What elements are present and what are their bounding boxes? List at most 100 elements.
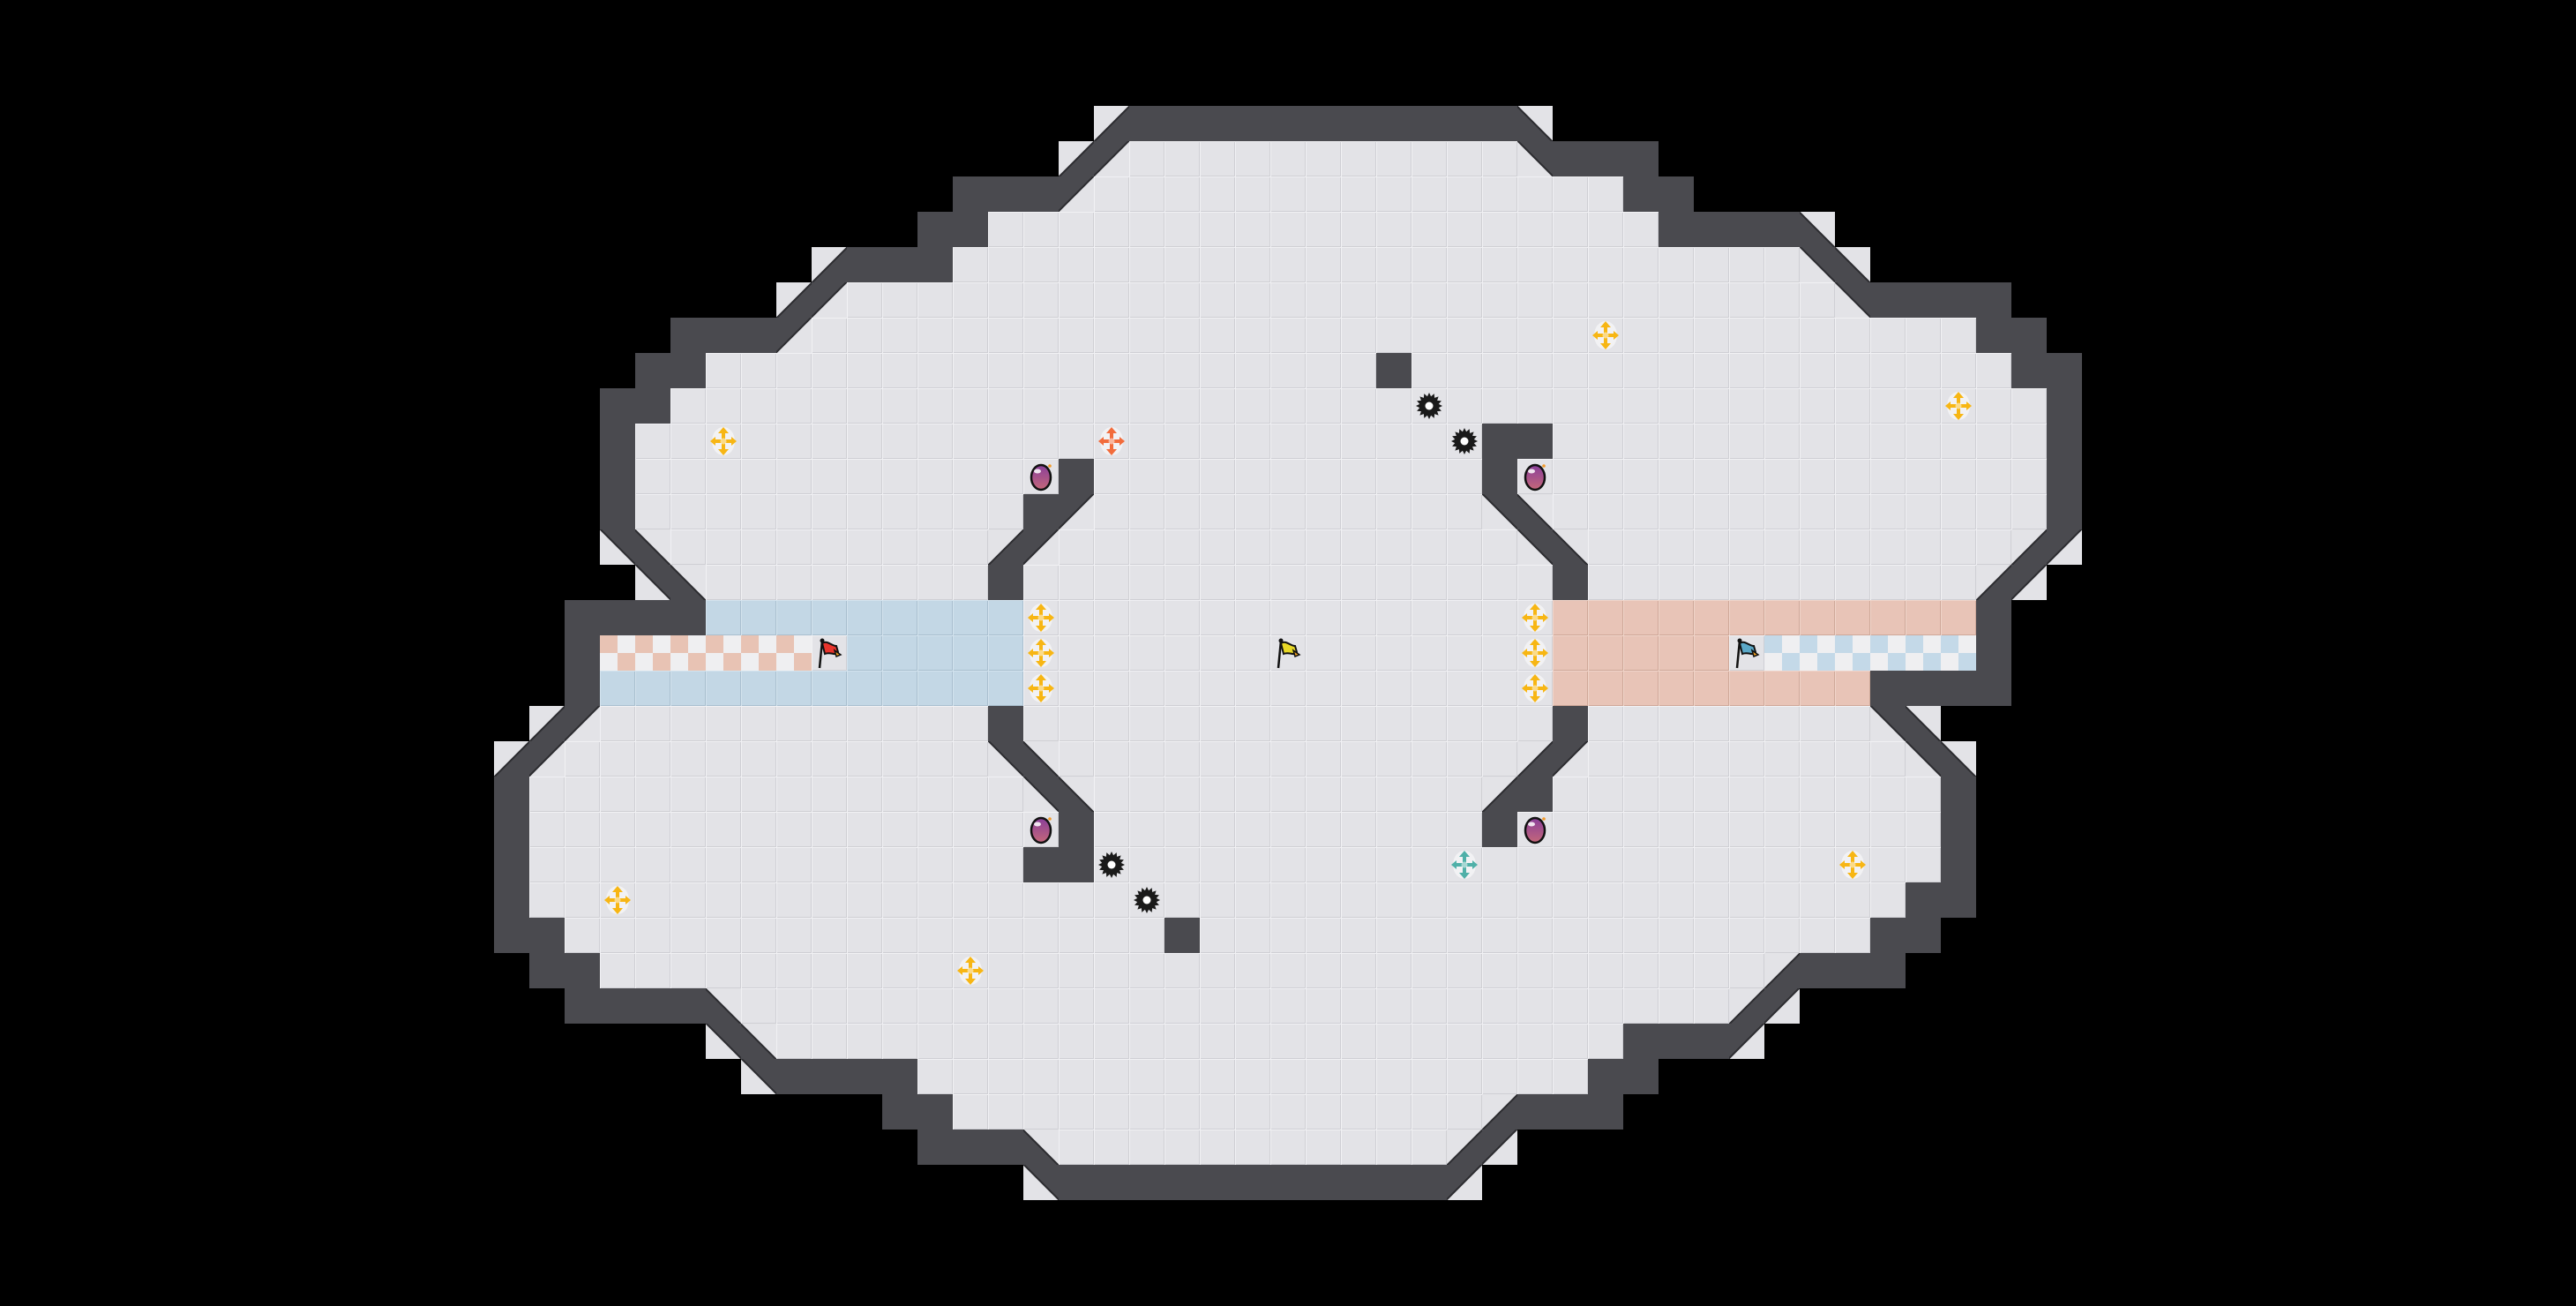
floor-tile	[1094, 1024, 1129, 1059]
diagonal-wall-tile	[635, 565, 670, 600]
floor-tile	[1659, 706, 1694, 741]
floor-tile	[1341, 1130, 1376, 1165]
diagonal-wall-tile	[1482, 494, 1517, 529]
wall-tile	[529, 953, 565, 988]
floor-tile	[1659, 565, 1694, 600]
floor-tile	[706, 565, 741, 600]
floor-tile	[1694, 706, 1729, 741]
blue-team-tile	[953, 671, 988, 706]
floor-tile	[917, 1059, 953, 1094]
wall-tile	[1376, 1165, 1412, 1200]
floor-tile	[1659, 424, 1694, 459]
floor-tile	[635, 424, 670, 459]
floor-tile	[1094, 529, 1129, 565]
floor-tile	[1059, 1059, 1094, 1094]
wall-tile	[2047, 494, 2082, 529]
red-team-tile	[1729, 600, 1764, 635]
floor-tile	[1694, 847, 1729, 882]
floor-tile	[1412, 1024, 1447, 1059]
wall-tile	[1941, 282, 1976, 318]
floor-tile	[882, 494, 917, 529]
blue-team-tile	[917, 671, 953, 706]
wall-tile	[1059, 847, 1094, 882]
floor-tile	[706, 812, 741, 847]
floor-tile	[1094, 918, 1129, 953]
floor-tile	[1270, 353, 1306, 388]
diagonal-wall-tile	[1517, 141, 1553, 176]
floor-tile	[847, 812, 882, 847]
floor-tile	[1023, 1094, 1059, 1130]
diagonal-wall-tile	[529, 741, 565, 777]
floor-tile	[1412, 247, 1447, 282]
floor-tile	[529, 777, 565, 812]
boost-icon	[1023, 671, 1059, 706]
floor-tile	[1270, 988, 1306, 1024]
blue-team-tile	[670, 671, 706, 706]
floor-tile	[1376, 176, 1412, 212]
floor-tile	[1835, 459, 1870, 494]
wall-tile	[917, 1094, 953, 1130]
floor-tile	[1553, 247, 1588, 282]
floor-tile	[1270, 494, 1306, 529]
floor-tile	[741, 953, 776, 988]
floor-tile	[1870, 847, 1906, 882]
wall-tile	[635, 353, 670, 388]
floor-tile	[1200, 882, 1235, 918]
floor-tile	[1694, 988, 1729, 1024]
floor-tile	[565, 918, 600, 953]
floor-tile	[1800, 847, 1835, 882]
floor-tile	[1200, 777, 1235, 812]
floor-tile	[917, 741, 953, 777]
floor-tile	[1341, 424, 1376, 459]
floor-tile	[565, 777, 600, 812]
floor-tile	[882, 459, 917, 494]
floor-tile	[1306, 741, 1341, 777]
diagonal-wall-tile	[1023, 529, 1059, 565]
floor-tile	[988, 247, 1023, 282]
floor-tile	[1412, 141, 1447, 176]
floor-tile	[1835, 494, 1870, 529]
floor-tile	[741, 529, 776, 565]
diagonal-wall-tile	[1517, 529, 1553, 565]
blue-team-tile	[988, 635, 1023, 671]
floor-tile	[1235, 741, 1270, 777]
floor-tile	[1235, 988, 1270, 1024]
floor-tile	[953, 741, 988, 777]
wall-tile	[1482, 812, 1517, 847]
floor-tile	[988, 882, 1023, 918]
red-team-tile	[1659, 671, 1694, 706]
floor-tile	[1164, 988, 1200, 1024]
floor-tile	[1941, 424, 1976, 459]
floor-tile	[882, 953, 917, 988]
floor-tile	[565, 882, 600, 918]
floor-tile	[1306, 1059, 1341, 1094]
floor-tile	[1800, 882, 1835, 918]
floor-tile	[1412, 565, 1447, 600]
floor-tile	[1164, 212, 1200, 247]
floor-tile	[988, 777, 1023, 812]
floor-tile	[1376, 847, 1412, 882]
floor-tile	[1235, 671, 1270, 706]
wall-tile	[1023, 494, 1059, 529]
floor-tile	[2011, 388, 2047, 424]
floor-tile	[1306, 847, 1341, 882]
blue-team-tile	[917, 635, 953, 671]
wall-tile	[953, 176, 988, 212]
floor-tile	[1588, 282, 1623, 318]
floor-tile	[1870, 741, 1906, 777]
floor-tile	[706, 494, 741, 529]
wall-tile	[1588, 141, 1623, 176]
floor-tile	[1164, 882, 1200, 918]
floor-tile	[1482, 212, 1517, 247]
floor-tile	[741, 847, 776, 882]
diagonal-wall-tile	[988, 529, 1023, 565]
wall-tile	[635, 988, 670, 1024]
wall-tile	[565, 953, 600, 988]
spike-icon	[1447, 424, 1482, 459]
floor-tile	[1447, 671, 1482, 706]
floor-tile	[776, 1024, 812, 1059]
floor-tile	[1800, 353, 1835, 388]
wall-tile	[1941, 812, 1976, 847]
floor-tile	[1270, 777, 1306, 812]
floor-tile	[1870, 565, 1906, 600]
